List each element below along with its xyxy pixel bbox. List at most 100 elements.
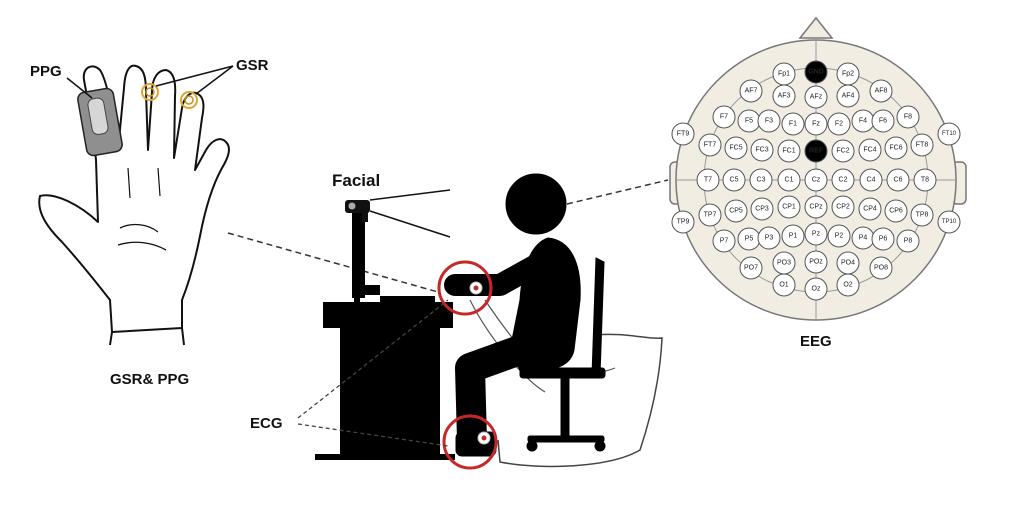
electrode-af8: AF8 bbox=[869, 79, 893, 103]
electrode-marker bbox=[724, 136, 748, 160]
electrode-marker bbox=[722, 168, 746, 192]
electrode-label: AF3 bbox=[778, 93, 791, 100]
electrode-p5: P5 bbox=[737, 227, 761, 251]
electrode-marker bbox=[836, 273, 860, 297]
electrode-label: Fp2 bbox=[842, 71, 854, 78]
electrode-p2: P2 bbox=[827, 224, 851, 248]
electrode-label: P1 bbox=[789, 233, 798, 240]
electrode-fc4: FC4 bbox=[858, 138, 882, 162]
electrode-marker bbox=[910, 133, 934, 157]
electrode-label: FC1 bbox=[782, 148, 795, 155]
electrode-cp1: CP1 bbox=[777, 195, 801, 219]
electrode-label: TP7 bbox=[704, 212, 717, 219]
electrode-marker bbox=[777, 195, 801, 219]
electrode-marker bbox=[781, 112, 805, 136]
electrode-marker bbox=[671, 210, 695, 234]
electrode-label: PO8 bbox=[874, 265, 888, 272]
electrode-label: CP1 bbox=[782, 204, 796, 211]
electrode-label: CP4 bbox=[863, 206, 877, 213]
electrode-fc2: FC2 bbox=[831, 139, 855, 163]
electrode-label: FC6 bbox=[889, 145, 902, 152]
electrode-tp10: TP10 bbox=[937, 210, 961, 234]
electrode-label: Cz bbox=[812, 177, 821, 184]
electrode-marker bbox=[739, 256, 763, 280]
electrode-cp2: CP2 bbox=[831, 195, 855, 219]
electrode-label: T8 bbox=[921, 177, 929, 184]
electrode-label: F7 bbox=[720, 114, 728, 121]
electrode-label: REF bbox=[809, 148, 824, 155]
electrode-marker bbox=[804, 195, 828, 219]
electrode-afz: AFz bbox=[804, 85, 828, 109]
electrode-marker bbox=[869, 79, 893, 103]
electrode-f2: F2 bbox=[827, 112, 851, 136]
electrode-marker bbox=[804, 250, 828, 274]
electrode-label: GND bbox=[808, 69, 824, 76]
electrode-marker bbox=[886, 168, 910, 192]
electrode-ft9: FT9 bbox=[671, 122, 695, 146]
electrode-label: Oz bbox=[812, 286, 821, 293]
ppg-label: PPG bbox=[30, 63, 62, 80]
electrode-gnd: GND bbox=[804, 60, 828, 84]
electrode-marker bbox=[937, 122, 961, 146]
electrode-marker bbox=[827, 112, 851, 136]
electrode-label: F5 bbox=[745, 118, 753, 125]
electrode-label: F8 bbox=[904, 114, 912, 121]
electrode-marker bbox=[858, 138, 882, 162]
electrode-fc5: FC5 bbox=[724, 136, 748, 160]
electrode-c1: C1 bbox=[777, 168, 801, 192]
facial-camera bbox=[345, 200, 370, 222]
electrode-marker bbox=[804, 60, 828, 84]
electrode-label: FC4 bbox=[863, 147, 876, 154]
electrode-c5: C5 bbox=[722, 168, 746, 192]
electrode-cpz: CPz bbox=[804, 195, 828, 219]
facial-label: Facial bbox=[332, 171, 380, 190]
electrode-po7: PO7 bbox=[739, 256, 763, 280]
electrode-o1: O1 bbox=[772, 273, 796, 297]
electrode-c4: C4 bbox=[859, 168, 883, 192]
electrode-ft8: FT8 bbox=[910, 133, 934, 157]
electrode-tp9: TP9 bbox=[671, 210, 695, 234]
electrode-label: PO3 bbox=[777, 260, 791, 267]
chair-cushion bbox=[497, 333, 663, 468]
electrode-poz: POz bbox=[804, 250, 828, 274]
electrode-label: POz bbox=[809, 259, 823, 266]
ecg-label: ECG bbox=[250, 415, 283, 432]
electrode-af4: AF4 bbox=[836, 84, 860, 108]
electrode-label: PO4 bbox=[841, 260, 855, 267]
electrode-marker bbox=[827, 224, 851, 248]
electrode-cp6: CP6 bbox=[884, 199, 908, 223]
electrode-marker bbox=[712, 229, 736, 253]
electrode-marker bbox=[884, 199, 908, 223]
electrode-marker bbox=[804, 277, 828, 301]
electrode-marker bbox=[937, 210, 961, 234]
electrode-label: AFz bbox=[810, 94, 823, 101]
electrode-marker bbox=[712, 105, 736, 129]
gsr-label: GSR bbox=[236, 57, 269, 74]
electrode-marker bbox=[910, 203, 934, 227]
electrode-cp3: CP3 bbox=[750, 197, 774, 221]
electrode-marker bbox=[671, 122, 695, 146]
hand-illustration bbox=[38, 64, 230, 346]
electrode-label: F6 bbox=[879, 118, 887, 125]
electrode-c6: C6 bbox=[886, 168, 910, 192]
eeg-label: EEG bbox=[800, 333, 832, 350]
ecg-electrode-wrist bbox=[437, 260, 493, 316]
electrode-label: C1 bbox=[785, 177, 794, 184]
electrode-label: C2 bbox=[839, 177, 848, 184]
electrode-f5: F5 bbox=[737, 109, 761, 133]
electrode-marker bbox=[777, 168, 801, 192]
electrode-label: P3 bbox=[765, 235, 774, 242]
desk bbox=[315, 302, 455, 460]
electrode-label: F2 bbox=[835, 121, 843, 128]
electrode-fp1: Fp1 bbox=[772, 62, 796, 86]
electrode-label: FT7 bbox=[704, 142, 717, 149]
electrode-marker bbox=[757, 226, 781, 250]
electrode-label: P7 bbox=[720, 238, 729, 245]
electrode-label: FT8 bbox=[916, 142, 929, 149]
electrode-label: O1 bbox=[779, 282, 788, 289]
electrode-marker bbox=[869, 256, 893, 280]
electrode-marker bbox=[831, 139, 855, 163]
electrode-f1: F1 bbox=[781, 112, 805, 136]
electrode-f4: F4 bbox=[851, 109, 875, 133]
